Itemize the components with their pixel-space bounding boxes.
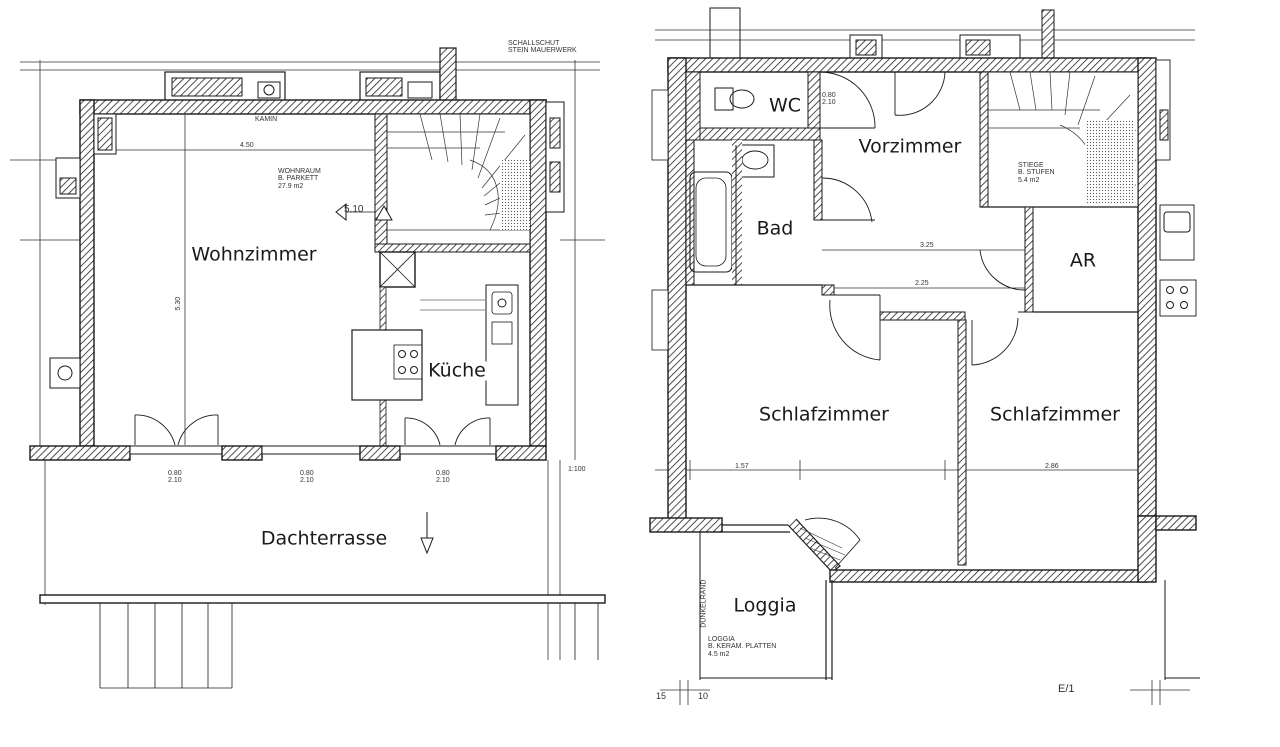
room-label-loggia: Loggia [733, 594, 797, 617]
annotation-scale: 1:100 [568, 466, 586, 473]
dimension-d2: 2.25 [915, 280, 929, 287]
room-label-schlafzimmer-2: Schlafzimmer [990, 403, 1120, 426]
dimension-door-b: 0.80 2.10 [300, 470, 314, 485]
room-label-ar: AR [1069, 249, 1097, 272]
annotation-stiege: STIEGE B. STUFEN 5.4 m2 [1018, 162, 1055, 184]
room-label-wc: WC [768, 94, 802, 117]
dimension-lines [655, 29, 1195, 705]
room-label-vorzimmer: Vorzimmer [858, 135, 962, 158]
dimension-d1: 3.25 [920, 242, 934, 249]
dimension-d6: 15 [656, 691, 667, 701]
annotation-loggia: LOGGIA B. KERAM. PLATTEN 4.5 m2 [708, 636, 777, 658]
dimension-wall-left: 5.30 [175, 296, 183, 311]
dimension-d3: 1.57 [735, 463, 749, 470]
room-label-schlafzimmer-1: Schlafzimmer [759, 403, 889, 426]
annotation-level: 5.10 [344, 204, 364, 215]
annotation-sheet: E/1 [1058, 683, 1075, 695]
dimension-d7: 10 [698, 691, 709, 701]
upper-floor-plan [10, 47, 606, 689]
lower-floor-plan [649, 7, 1200, 705]
room-label-kueche: Küche [426, 359, 488, 382]
dimension-d5: 0.80 2.10 [822, 92, 836, 107]
room-label-wohnzimmer: Wohnzimmer [191, 243, 317, 266]
room-label-dachterrasse: Dachterrasse [260, 527, 388, 550]
dimension-door-c: 0.80 2.10 [436, 470, 450, 485]
door-swings [134, 414, 491, 446]
dimension-door-a: 0.80 2.10 [168, 470, 182, 485]
annotation-wohnraum: WOHNRAUM B. PARKETT 27.9 m2 [278, 168, 321, 190]
dimension-wall-top: 4.50 [240, 142, 254, 149]
annotation-schallschutz: SCHALLSCHUT STEIN MAUERWERK [508, 40, 577, 55]
room-label-bad: Bad [756, 217, 794, 240]
annotation-edge: DUNKELRAND [700, 579, 708, 628]
dimension-d4: 2.86 [1045, 463, 1059, 470]
annotation-kamin: KAMIN [255, 116, 278, 123]
